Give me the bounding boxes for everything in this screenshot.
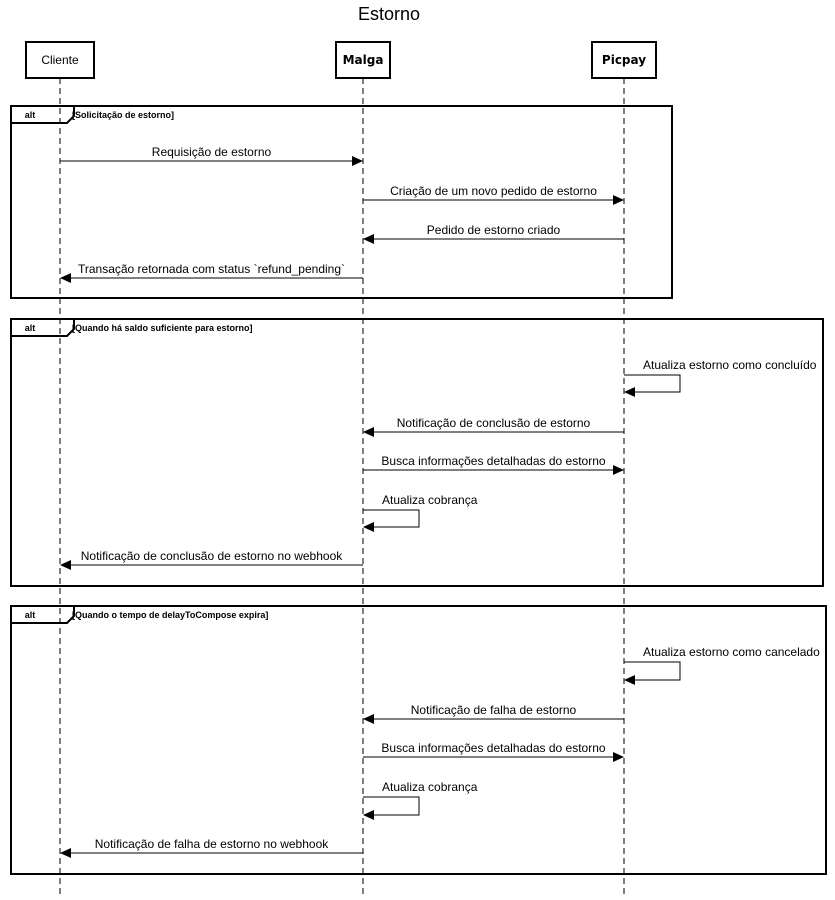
self-message-line: [363, 509, 420, 528]
lifelines: [59, 78, 625, 898]
actor-label-cliente: Cliente: [41, 53, 79, 67]
fragment-operator-tab: [11, 106, 75, 124]
message-1-2: Criação de um novo pedido de estorno: [363, 184, 624, 205]
message-label: Transação retornada com status `refund_p…: [78, 262, 345, 276]
arrow-head: [624, 675, 635, 685]
message-label: Busca informações detalhadas do estorno: [381, 741, 605, 755]
fragment-border: [10, 318, 824, 587]
message-label: Notificação de falha de estorno no webho…: [95, 837, 329, 851]
message-1-1: Requisição de estorno: [60, 145, 363, 166]
arrow-head: [363, 234, 374, 244]
actor-box-malga: [335, 41, 391, 79]
message-label: Atualiza estorno como cancelado: [643, 645, 820, 659]
fragment-border: [10, 605, 827, 875]
message-label: Atualiza estorno como concluído: [643, 358, 817, 372]
message-label: Busca informações detalhadas do estorno: [381, 454, 605, 468]
message-2-2: Notificação de conclusão de estorno: [363, 416, 624, 437]
fragment-operator-tab: [11, 606, 75, 624]
message-3-1: Atualiza estorno como cancelado: [624, 645, 820, 685]
arrow-head: [352, 156, 363, 166]
message-1-4: Transação retornada com status `refund_p…: [60, 262, 363, 283]
message-label: Atualiza cobrança: [382, 493, 478, 507]
message-3-2: Notificação de falha de estorno: [363, 703, 624, 724]
arrow-head: [363, 427, 374, 437]
arrow-head: [363, 522, 374, 532]
message-1-3: Pedido de estorno criado: [363, 223, 624, 244]
arrow-head: [363, 810, 374, 820]
arrow-head: [613, 752, 624, 762]
message-label: Notificação de falha de estorno: [411, 703, 577, 717]
message-label: Criação de um novo pedido de estorno: [390, 184, 597, 198]
arrow-head: [60, 848, 71, 858]
alt-fragment-1: alt [Solicitação de estorno]: [10, 105, 673, 299]
fragment-operator-tab: [11, 319, 75, 337]
actor-malga: Malga: [335, 41, 391, 79]
message-label: Notificação de conclusão de estorno: [397, 416, 591, 430]
fragment-operator: alt: [25, 610, 36, 620]
actor-cliente: Cliente: [25, 41, 95, 79]
arrow-head: [60, 273, 71, 283]
self-message-line: [363, 796, 420, 816]
alt-fragment-2: alt [Quando há saldo suficiente para esto…: [10, 318, 824, 587]
message-3-4: Atualiza cobrança: [363, 780, 478, 820]
message-2-3: Busca informações detalhadas do estorno: [363, 454, 624, 475]
arrow-head: [613, 195, 624, 205]
actor-box-cliente: [25, 41, 95, 79]
arrow-head: [624, 387, 635, 397]
diagram-title: Estorno: [358, 4, 420, 24]
fragment-operator: alt: [25, 323, 36, 333]
message-2-5: Notificação de conclusão de estorno no w…: [60, 549, 363, 570]
fragment-condition: [Quando há saldo suficiente para estorno…: [72, 323, 253, 333]
message-label: Pedido de estorno criado: [427, 223, 561, 237]
actors: Cliente Malga Picpay: [25, 41, 657, 79]
message-2-1: Atualiza estorno como concluído: [624, 358, 817, 397]
actor-picpay: Picpay: [591, 41, 657, 79]
self-message-line: [624, 661, 681, 681]
fragment-condition: [Solicitação de estorno]: [72, 110, 174, 120]
fragment-operator: alt: [25, 110, 36, 120]
fragment-condition: [Quando o tempo de delayToCompose expira…: [72, 610, 268, 620]
actor-box-picpay: [591, 41, 657, 79]
arrow-head: [613, 465, 624, 475]
message-label: Atualiza cobrança: [382, 780, 478, 794]
message-2-4: Atualiza cobrança: [363, 493, 478, 532]
message-label: Notificação de conclusão de estorno no w…: [81, 549, 344, 563]
actor-label-malga: Malga: [343, 53, 384, 67]
actor-label-picpay: Picpay: [602, 53, 646, 67]
combined-fragments: alt [Solicitação de estorno] alt [Quando há…: [10, 105, 827, 875]
alt-fragment-3: alt [Quando o tempo de delayToCompose exp…: [10, 605, 827, 875]
message-label: Requisição de estorno: [152, 145, 272, 159]
message-3-3: Busca informações detalhadas do estorno: [363, 741, 624, 762]
arrow-head: [363, 714, 374, 724]
message-3-5: Notificação de falha de estorno no webho…: [60, 837, 363, 858]
arrow-head: [60, 560, 71, 570]
fragment-border: [10, 105, 673, 299]
self-message-line: [624, 374, 681, 393]
